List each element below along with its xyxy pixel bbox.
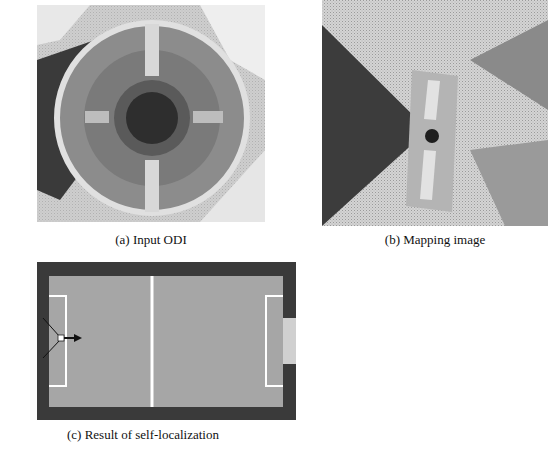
panel-caption: (a) Input ODI [115,232,186,248]
panel-caption: (b) Mapping image [385,232,485,248]
mapping-image [322,0,548,226]
omnidirectional-image [37,5,265,222]
soccer-field [37,262,296,420]
panel-caption: (c) Result of self-localization [67,427,219,443]
